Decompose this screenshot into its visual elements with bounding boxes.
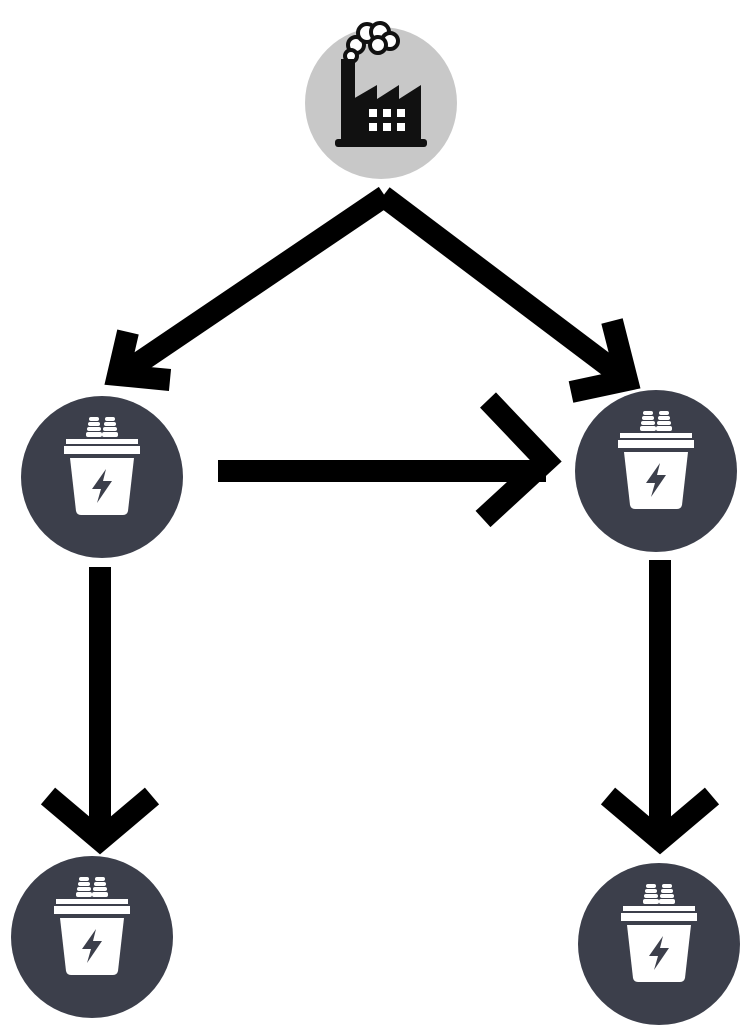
transformer-right-node (575, 390, 737, 552)
arrow-plant-to-left-transformer (104, 186, 392, 391)
arrow-left-to-right-transformer (218, 392, 562, 528)
arrow-plant-to-right-transformer (376, 187, 641, 403)
arrow-left-to-bottom-left-transformer (40, 567, 160, 855)
transformer-bottom-right-node (578, 863, 740, 1025)
transformer-bottom-left-node (11, 856, 173, 1018)
connection-arrows (40, 186, 720, 855)
power-plant-node (305, 21, 457, 179)
factory-icon (335, 21, 427, 147)
transformer-left-node (21, 396, 183, 558)
arrow-right-to-bottom-right-transformer (600, 560, 720, 855)
